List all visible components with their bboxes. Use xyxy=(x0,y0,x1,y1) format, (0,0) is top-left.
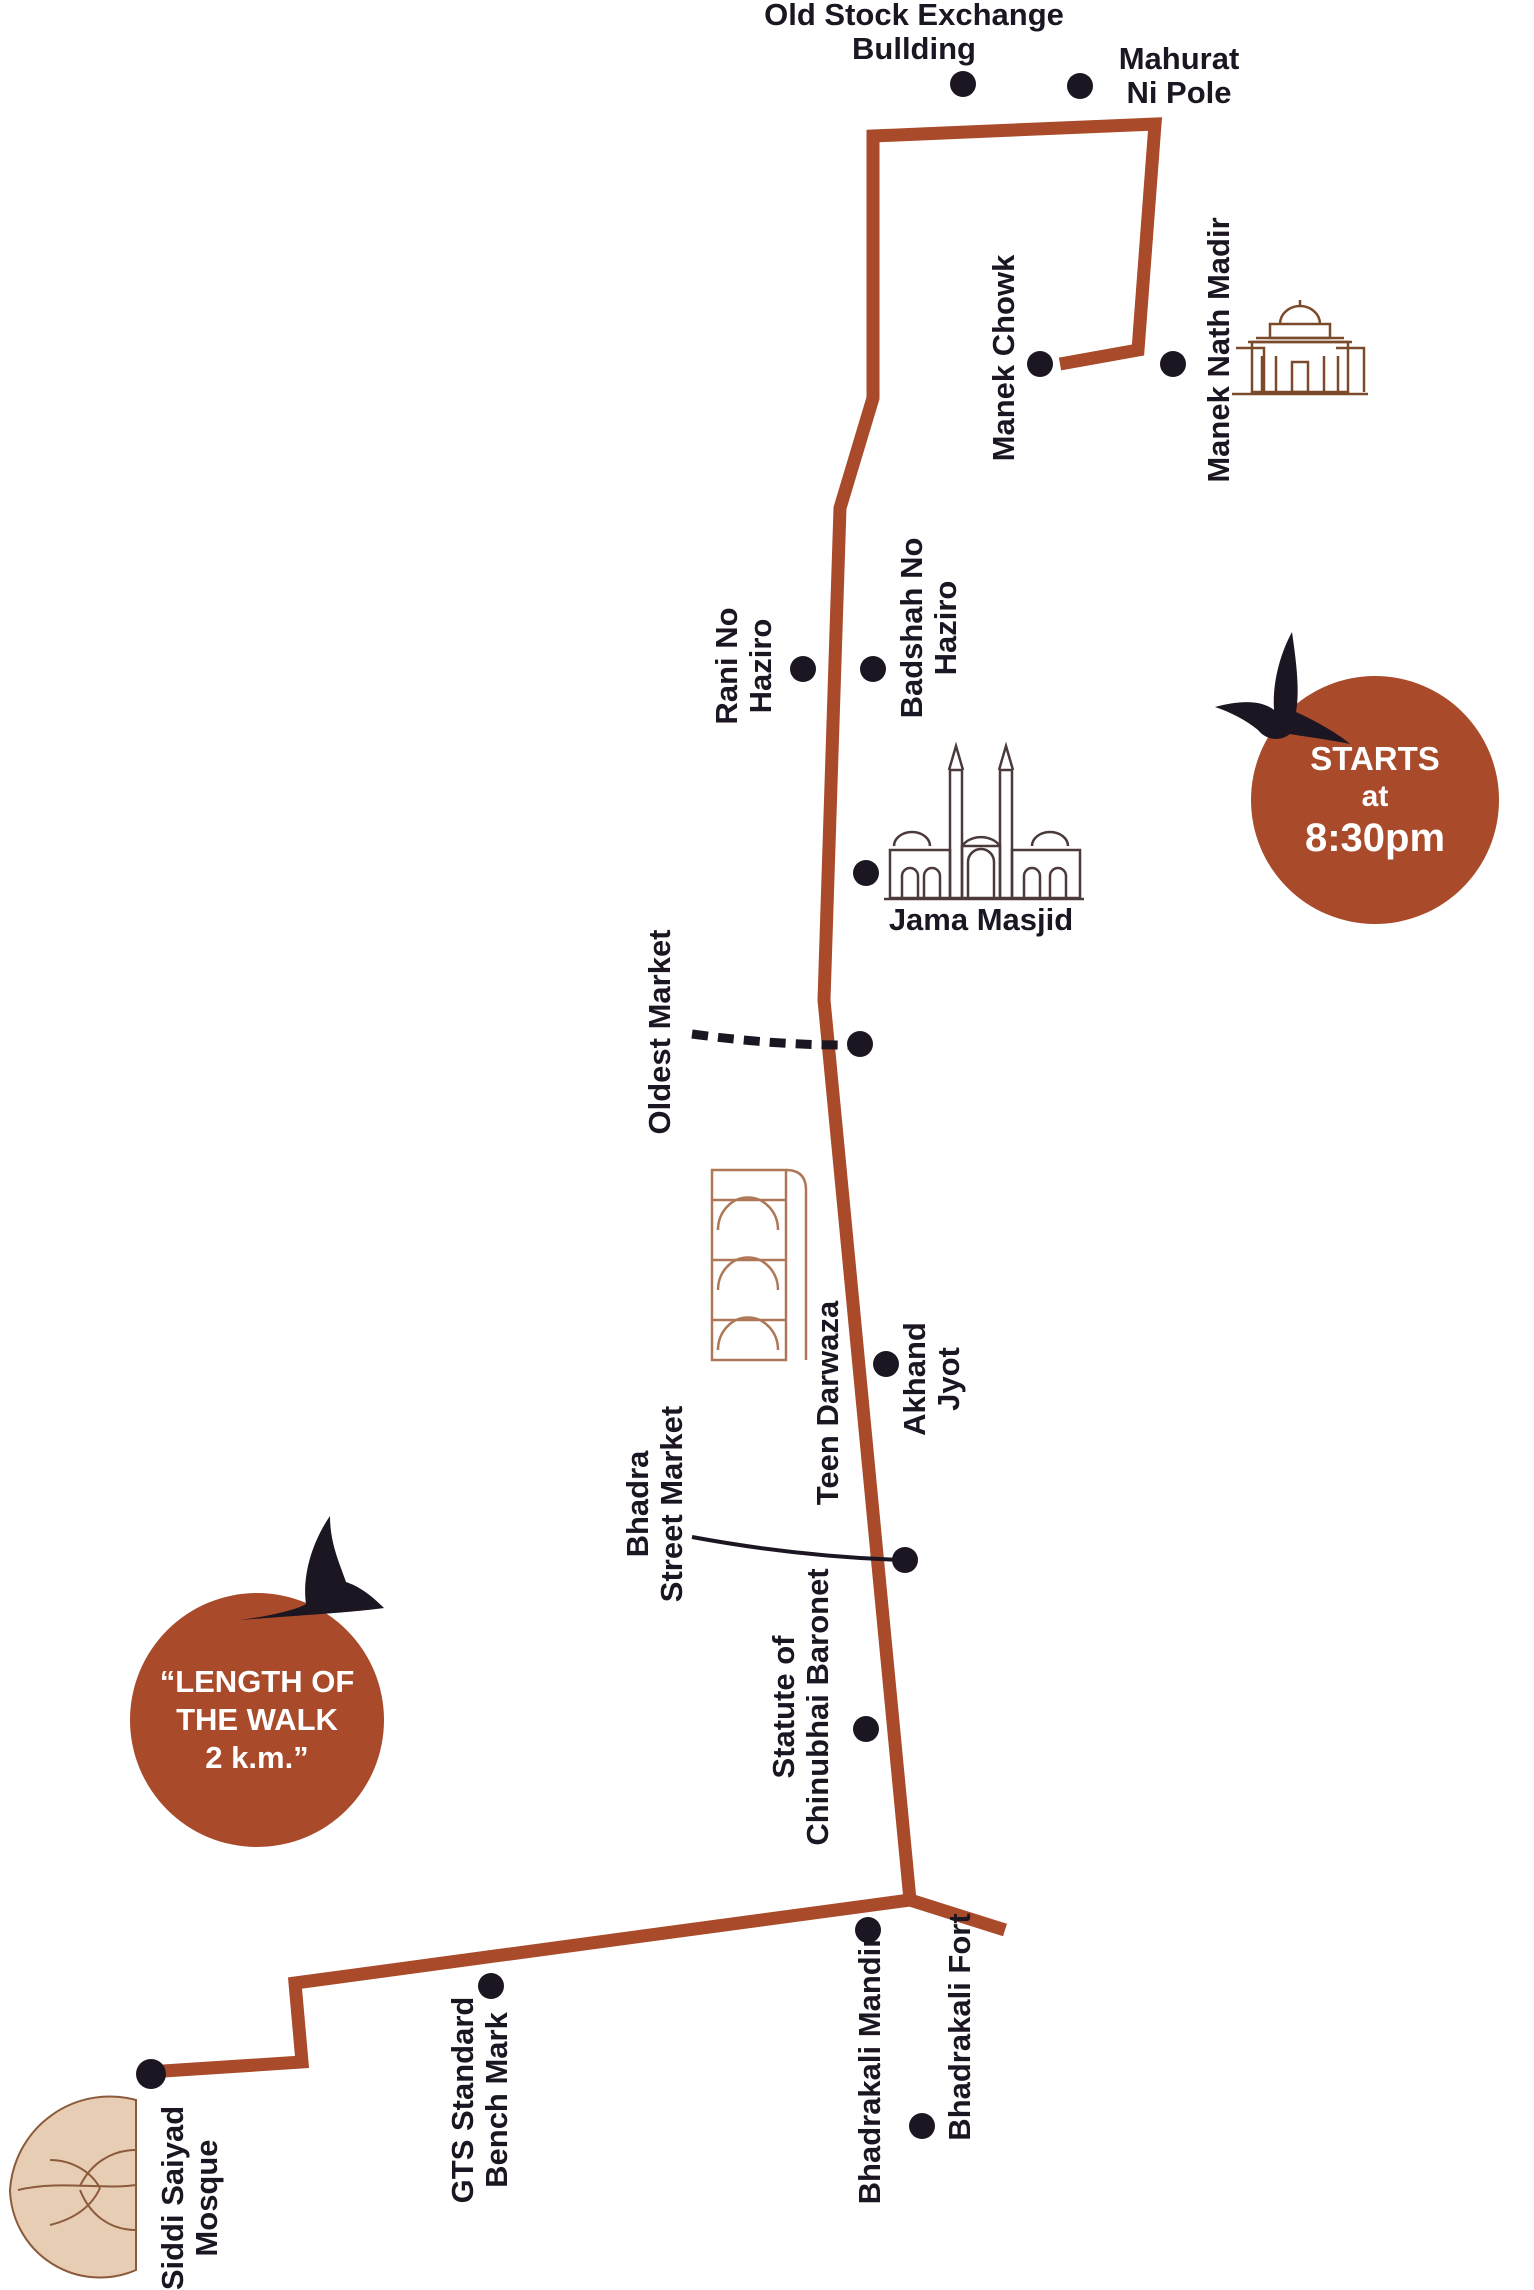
stop-dot-jama-masjid[interactable] xyxy=(853,860,879,886)
start-badge-line-1: STARTS xyxy=(1310,740,1440,777)
stop-dot-bhadrakali-mandir[interactable] xyxy=(855,1917,881,1943)
stop-dot-siddi-saiyad-mosque[interactable] xyxy=(136,2059,166,2089)
start-badge-line-3: 8:30pm xyxy=(1304,816,1446,860)
stop-label-oldest-market: Oldest Market xyxy=(642,929,677,1135)
dome-icon xyxy=(8,2095,137,2279)
stop-dot-gts-bench-mark[interactable] xyxy=(478,1973,504,1999)
stop-dot-badshah-no-haziro[interactable] xyxy=(860,656,886,682)
length-badge-line-2: THE WALK xyxy=(176,1702,338,1737)
bhadra-market-connector xyxy=(691,1535,906,1562)
length-badge: “LENGTH OF THE WALK 2 k.m.” xyxy=(130,1593,384,1847)
stop-dot-bhadra-street-market[interactable] xyxy=(892,1547,918,1573)
start-badge-line-2: at xyxy=(1361,780,1389,813)
stop-label-bhadrakali-mandir: Bhadrakali Mandir xyxy=(852,1935,887,2205)
route-path xyxy=(817,117,1163,1937)
bird-icon xyxy=(240,1516,384,1620)
stop-dots xyxy=(136,71,1186,2139)
start-badge-circle xyxy=(1251,676,1499,924)
length-badge-circle xyxy=(130,1593,384,1847)
stop-label-manek-nath-madir: Manek Nath Madir xyxy=(1201,217,1236,483)
bird-icon xyxy=(1215,632,1350,744)
stop-dot-manek-nath-madir[interactable] xyxy=(1160,351,1186,377)
stop-dot-old-stock-exchange[interactable] xyxy=(950,71,976,97)
stop-dot-manek-chowk[interactable] xyxy=(1027,351,1053,377)
length-badge-line-3: 2 k.m.” xyxy=(205,1740,309,1775)
gate-icon xyxy=(710,1168,808,1362)
temple-icon xyxy=(1232,300,1368,396)
stop-dot-bhadrakali-fort[interactable] xyxy=(909,2113,935,2139)
stop-dot-statute-chinubhai[interactable] xyxy=(853,1716,879,1742)
stop-dot-mahurat-ni-pole[interactable] xyxy=(1067,73,1093,99)
mosque-icon xyxy=(884,741,1084,901)
length-badge-line-1: “LENGTH OF xyxy=(159,1664,355,1699)
oldest-market-connector xyxy=(691,1029,859,1050)
route-path-west xyxy=(147,1893,911,2079)
stop-label-jama-masjid: Jama Masjid xyxy=(888,902,1074,937)
start-badge: STARTS at 8:30pm xyxy=(1251,676,1499,924)
stop-dot-rani-no-haziro[interactable] xyxy=(790,656,816,682)
stop-label-manek-chowk: Manek Chowk xyxy=(986,254,1021,462)
stop-label-bhadrakali-fort: Bhadrakali Fort xyxy=(942,1913,977,2141)
stop-dot-oldest-market[interactable] xyxy=(847,1031,873,1057)
stop-label-teen-darwaza: Teen Darwaza xyxy=(810,1300,845,1506)
stop-dot-akhand-jyot[interactable] xyxy=(873,1351,899,1377)
